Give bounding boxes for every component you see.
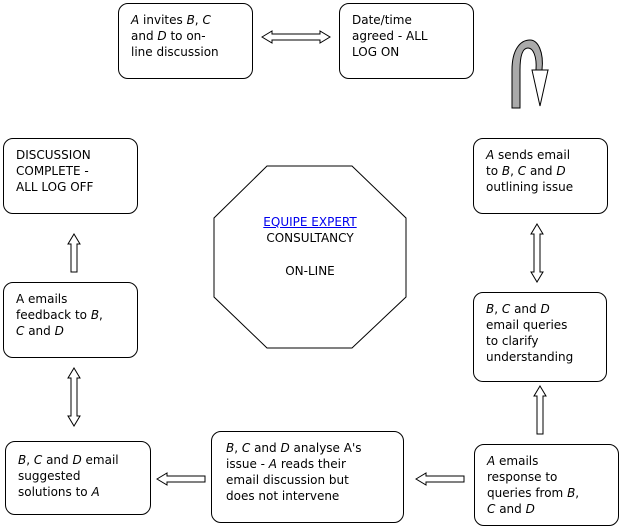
center-title: EQUIPE EXPERT	[215, 215, 405, 229]
arrow-feedback-to-complete	[67, 233, 81, 273]
arrow-response-to-queries	[533, 385, 547, 435]
box-response: A emails response to queries from B, C a…	[474, 444, 619, 526]
center-online: ON-LINE	[285, 264, 335, 278]
curved-loop-arrow	[511, 39, 549, 109]
box-agreed: Date/time agreed - ALL LOG ON	[339, 3, 474, 79]
center-subtitle: CONSULTANCY	[266, 231, 354, 245]
box-feedback: A emails feedback to B, C and D	[3, 282, 138, 358]
double-arrow-feedback-suggest	[67, 367, 81, 427]
box-suggest: B, C and D email suggested solutions to …	[5, 441, 151, 515]
double-arrow-invites-agreed	[261, 30, 331, 44]
box-queries: B, C and D email queries to clarify unde…	[473, 292, 607, 382]
arrow-analyse-to-suggest	[156, 472, 206, 486]
box-invites: A invites B, C and D to on- line discuss…	[118, 3, 253, 79]
box-analyse: B, C and D analyse A's issue - A reads t…	[211, 431, 404, 523]
double-arrow-sends-queries	[530, 223, 544, 283]
box-sends-email: A sends email to B, C and D outlining is…	[473, 138, 608, 214]
arrow-response-to-analyse	[415, 472, 465, 486]
equipe-expert-link[interactable]: EQUIPE EXPERT	[263, 215, 357, 229]
center-octagon	[213, 165, 407, 349]
box-discussion-complete: DISCUSSION COMPLETE - ALL LOG OFF	[3, 138, 138, 214]
